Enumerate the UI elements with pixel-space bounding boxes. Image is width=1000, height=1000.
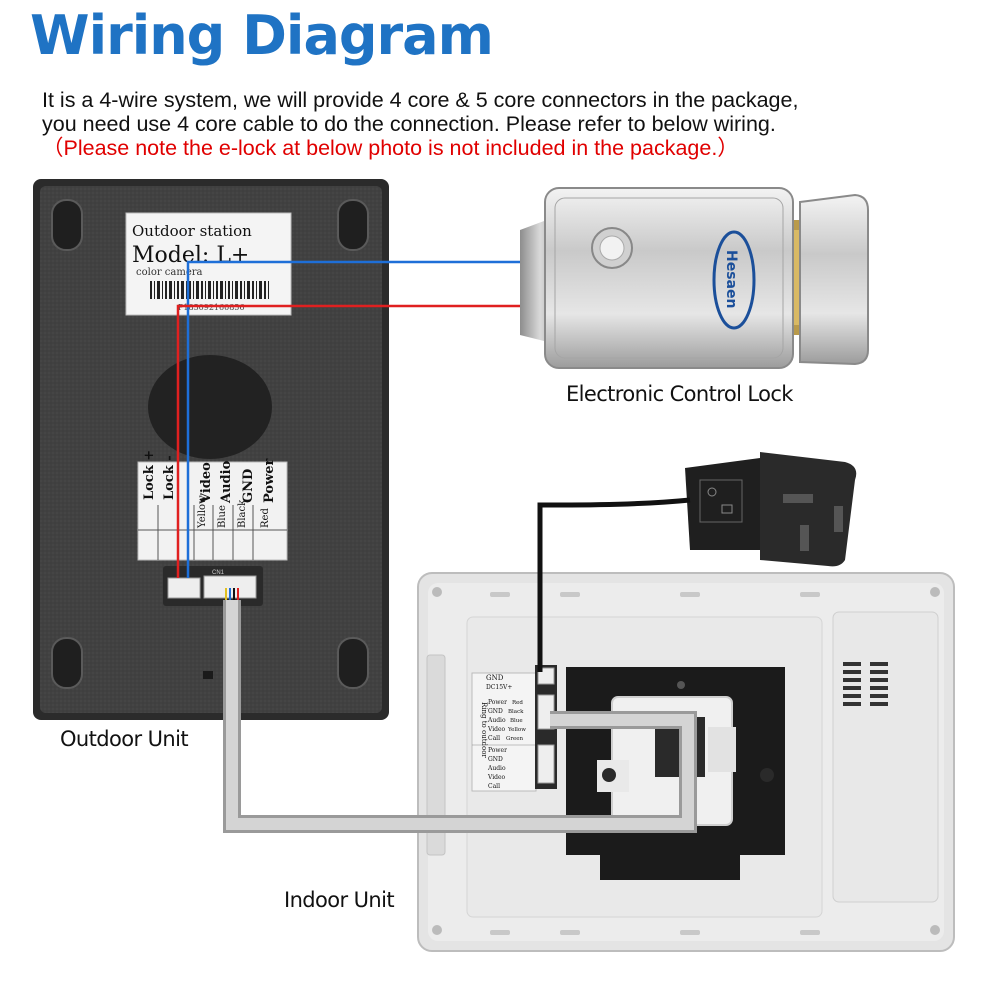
description-line-2: you need use 4 core cable to do the conn…	[42, 112, 776, 136]
outdoor-label-sticker: Outdoor station Model: L+ color camera	[125, 212, 292, 316]
wire-red-lock	[176, 304, 520, 578]
barcode-icon	[150, 281, 269, 299]
terminal-gnd: GND	[241, 469, 256, 503]
terminal-color-blue: Blue	[217, 505, 228, 528]
caption-electronic-lock: Electronic Control Lock	[566, 382, 793, 406]
terminal-lock-minus: Lock -	[162, 455, 177, 500]
outdoor-unit: Outdoor station Model: L+ color camera	[33, 179, 389, 720]
mounting-slot-icon	[51, 199, 369, 689]
indoor-connectors	[535, 665, 557, 789]
wire-blue-lock	[186, 260, 520, 578]
indoor-terminal-yellow: Yellow	[507, 727, 526, 733]
terminal-color-yellow: Yellow	[197, 495, 208, 529]
svg-text:Call: Call	[488, 783, 500, 790]
description-note: （Please note the e-lock at below photo i…	[42, 136, 739, 160]
outdoor-label-model: Model: L+	[132, 243, 249, 268]
svg-text:Power: Power	[488, 747, 507, 754]
indoor-terminal-black: Black	[508, 709, 524, 715]
indoor-terminal-gnd: GND	[486, 674, 504, 682]
indoor-terminal-video: Video	[487, 726, 506, 733]
indoor-terminal-audio: Audio	[487, 717, 506, 724]
terminal-lock-plus: Lock +	[142, 450, 157, 500]
terminal-audio: Audio	[219, 460, 234, 504]
outdoor-label-title: Outdoor station	[132, 222, 252, 240]
wires	[176, 260, 697, 833]
indoor-terminal-power: Power	[488, 699, 507, 706]
description: It is a 4-wire system, we will provide 4…	[42, 88, 982, 160]
indoor-terminal-sticker: GND DC15V+ Ring to outdoor Power Red GND…	[471, 672, 537, 792]
camera-recess	[148, 355, 272, 459]
indoor-terminal-blue: Blue	[510, 718, 523, 724]
indoor-terminal-call: Call	[488, 735, 500, 742]
electronic-lock: Hesaen	[520, 187, 869, 369]
indoor-terminal-dc: DC15V+	[486, 684, 512, 691]
terminal-color-black: Black	[237, 499, 248, 528]
terminal-video: Video	[199, 462, 214, 504]
indoor-terminal-green: Green	[506, 736, 524, 742]
description-line-1: It is a 4-wire system, we will provide 4…	[42, 88, 799, 112]
caption-indoor-unit: Indoor Unit	[284, 888, 395, 912]
lock-brand-logo: Hesaen	[723, 250, 739, 308]
outdoor-label-camera: color camera	[136, 267, 203, 278]
page-title: Wiring Diagram	[30, 4, 494, 67]
caption-outdoor-unit: Outdoor Unit	[60, 727, 189, 751]
svg-text:GND: GND	[488, 756, 503, 763]
svg-text:CN1: CN1	[212, 570, 225, 576]
svg-text:Audio: Audio	[487, 765, 506, 772]
speaker-grille-icon	[843, 662, 888, 706]
terminal-power: Power	[262, 458, 277, 503]
outdoor-label-serial: P185092160856	[178, 303, 244, 312]
indoor-terminal-ring-outdoor: Ring to outdoor	[480, 702, 488, 758]
terminal-color-red: Red	[260, 508, 271, 528]
svg-text:Video: Video	[487, 774, 506, 781]
indoor-terminal-gnd-2: GND	[488, 708, 503, 715]
power-adapter	[685, 452, 857, 567]
indoor-terminal-red: Red	[512, 700, 523, 706]
outdoor-terminal-sticker: Lock + Lock - Video Audio GND Power Yell…	[137, 450, 288, 561]
